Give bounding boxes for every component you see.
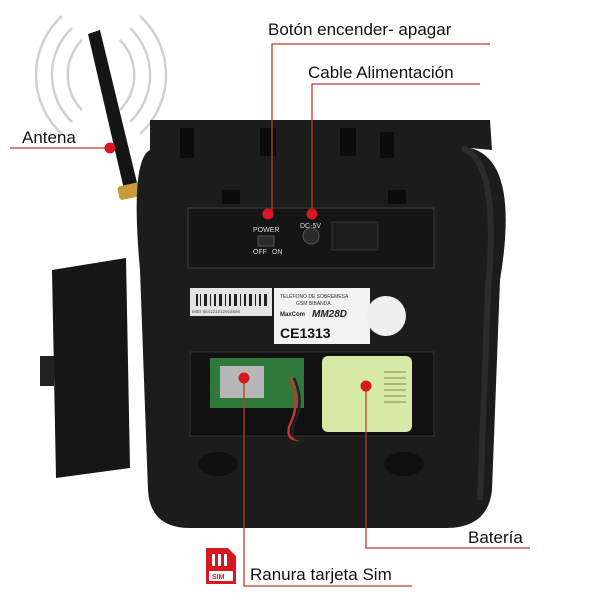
imei-text: IMEI 864121012916566 (192, 309, 241, 314)
sticker-line2: GSM BIBANDA (296, 301, 331, 307)
dc-label: DC-5V (300, 223, 321, 230)
leader-lines (10, 43, 530, 587)
label-cable-alimentacion: Cable Alimentación (308, 63, 454, 82)
brand: MaxCom (280, 312, 305, 318)
on-label: ON (272, 249, 283, 256)
sticker-line1: TELÉFONO DE SOBREMESA (280, 293, 349, 300)
power-label: POWER (253, 227, 279, 234)
ce-mark: CE1313 (280, 325, 331, 341)
label-ranura-tarjeta-sim: Ranura tarjeta Sim (250, 565, 392, 584)
marker-boton (262, 208, 274, 220)
label-boton-encender-apagar: Botón encender- apagar (268, 20, 452, 39)
marker-bateria (360, 380, 372, 392)
label-bateria: Batería (468, 528, 523, 547)
device-body (136, 120, 506, 528)
off-label: OFF (253, 249, 267, 256)
sim-icon-label: SIM (212, 574, 225, 581)
battery-cover (40, 258, 130, 478)
label-antena: Antena (22, 128, 76, 147)
marker-antena (104, 142, 116, 154)
sim-card-icon: SIM (206, 548, 236, 584)
marker-cable (306, 208, 318, 220)
marker-ranura (238, 372, 250, 384)
model: MM28D (312, 309, 347, 320)
